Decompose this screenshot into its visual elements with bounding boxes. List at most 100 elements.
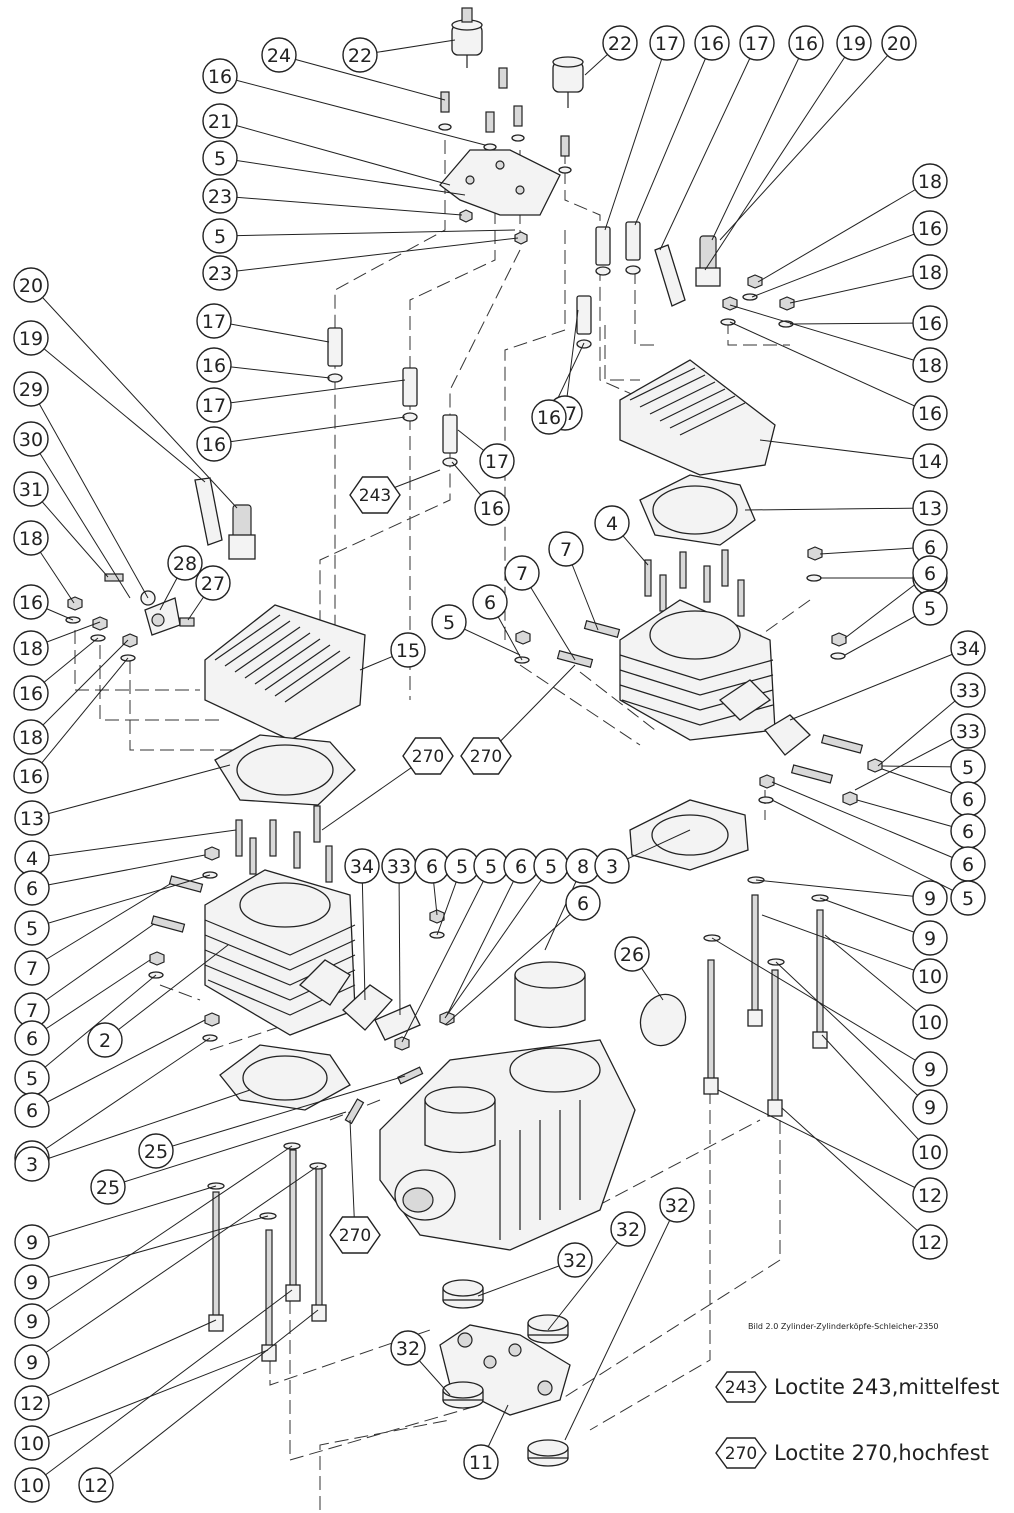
leader-line — [711, 937, 931, 1070]
leader-line — [30, 388, 149, 599]
leader-line — [321, 755, 429, 831]
leader-line — [771, 781, 969, 865]
left-side-nuts — [148, 846, 220, 1042]
leader-line — [751, 227, 931, 298]
leader-line — [104, 944, 229, 1041]
part-balloon-label: 16 — [19, 683, 43, 705]
part-balloon-label: 27 — [201, 573, 225, 595]
leader-line — [219, 75, 486, 146]
part-balloon: 7 — [548, 531, 584, 567]
part-balloon: 18 — [912, 163, 948, 199]
part-balloon-label: 32 — [616, 1219, 640, 1241]
part-balloon-label: 18 — [19, 528, 43, 550]
part-balloon: 6 — [14, 1092, 50, 1128]
part-balloon: 9 — [14, 1224, 50, 1260]
part-balloon-label: 7 — [26, 958, 38, 980]
bracket-plate — [439, 149, 561, 216]
part-balloon-label: 9 — [26, 1311, 38, 1333]
part-balloon: 20 — [881, 25, 917, 61]
part-balloon: 16 — [13, 584, 49, 620]
intake-manifold-left — [342, 909, 455, 1051]
part-balloon-label: 16 — [700, 33, 724, 55]
part-balloon-label: 25 — [96, 1177, 120, 1199]
leader-line — [31, 1289, 293, 1486]
part-balloon-label: 5 — [485, 856, 497, 878]
part-balloon-label: 23 — [208, 186, 232, 208]
loctite-hex-label: 243 — [359, 486, 391, 506]
leader-line — [719, 42, 900, 241]
part-balloon: 7 — [14, 950, 50, 986]
part-balloon: 33 — [950, 672, 986, 708]
part-balloon-label: 34 — [350, 856, 374, 878]
part-balloon-label: 5 — [545, 856, 557, 878]
leader-line — [361, 865, 366, 1001]
leader-line — [107, 1111, 347, 1188]
part-balloon: 28 — [167, 545, 203, 581]
part-balloon-label: 18 — [19, 727, 43, 749]
leader-line — [213, 379, 406, 406]
part-balloon: 10 — [912, 958, 948, 994]
part-balloon-label: 18 — [918, 171, 942, 193]
part-balloon-label: 16 — [202, 434, 226, 456]
part-balloon-label: 23 — [208, 263, 232, 285]
part-balloon-label: 7 — [560, 539, 572, 561]
part-balloon: 19 — [13, 320, 49, 356]
part-balloon: 5 — [533, 848, 569, 884]
leader-line — [31, 1319, 217, 1404]
part-balloon-label: 12 — [918, 1232, 942, 1254]
part-balloon: 17 — [649, 25, 685, 61]
part-balloon-label: 11 — [469, 1452, 493, 1474]
hex-270-icon: 270 — [715, 1437, 767, 1469]
part-balloon: 7 — [504, 555, 540, 591]
part-balloon: 6 — [414, 848, 450, 884]
part-balloon-label: 12 — [20, 1393, 44, 1415]
leader-line — [31, 959, 151, 1039]
part-balloon-label: 29 — [19, 379, 43, 401]
legend-hex-label: 243 — [725, 1378, 757, 1398]
part-balloon: 16 — [912, 395, 948, 431]
leader-line — [31, 874, 211, 929]
leader-line — [789, 322, 931, 325]
part-balloon-label: 10 — [918, 966, 942, 988]
part-balloon-label: 6 — [515, 856, 527, 878]
leader-line — [856, 799, 969, 832]
leader-line — [31, 923, 155, 1011]
spark-plugs-left — [194, 477, 256, 560]
spacers — [327, 221, 641, 467]
part-balloon-label: 6 — [962, 854, 974, 876]
leader-line — [398, 865, 401, 1016]
part-balloon: 16 — [912, 210, 948, 246]
part-balloon: 17 — [196, 387, 232, 423]
rubber-mounts — [442, 1279, 569, 1467]
part-balloon: 9 — [14, 1344, 50, 1380]
part-balloon: 20 — [13, 267, 49, 303]
part-balloon: 33 — [950, 713, 986, 749]
part-balloon-label: 33 — [956, 721, 980, 743]
leader-line — [446, 865, 522, 1016]
leader-line — [821, 1034, 931, 1153]
part-balloon: 5 — [444, 848, 480, 884]
base-gasket-right — [629, 799, 749, 871]
part-balloon-label: 18 — [918, 262, 942, 284]
part-balloon: 5 — [14, 1060, 50, 1096]
part-balloon-label: 4 — [606, 513, 618, 535]
legend-text-243: Loctite 243,mittelfest — [774, 1375, 1000, 1399]
part-balloon: 4 — [14, 840, 50, 876]
part-balloon-label: 9 — [924, 928, 936, 950]
part-balloon-label: 16 — [202, 355, 226, 377]
part-balloon-label: 25 — [144, 1141, 168, 1163]
part-balloon: 21 — [202, 103, 238, 139]
part-balloon-label: 16 — [918, 403, 942, 425]
legend-item-270: 270 Loctite 270,hochfest — [714, 1436, 989, 1470]
leader-line — [759, 439, 931, 462]
cylinder-head-left — [204, 604, 366, 741]
leader-line — [755, 879, 931, 899]
leader-line — [634, 42, 713, 226]
leader-line — [444, 865, 552, 1019]
part-balloon: 16 — [694, 25, 730, 61]
part-balloon: 16 — [196, 426, 232, 462]
leader-line — [877, 689, 969, 767]
part-balloon-label: 13 — [20, 808, 44, 830]
